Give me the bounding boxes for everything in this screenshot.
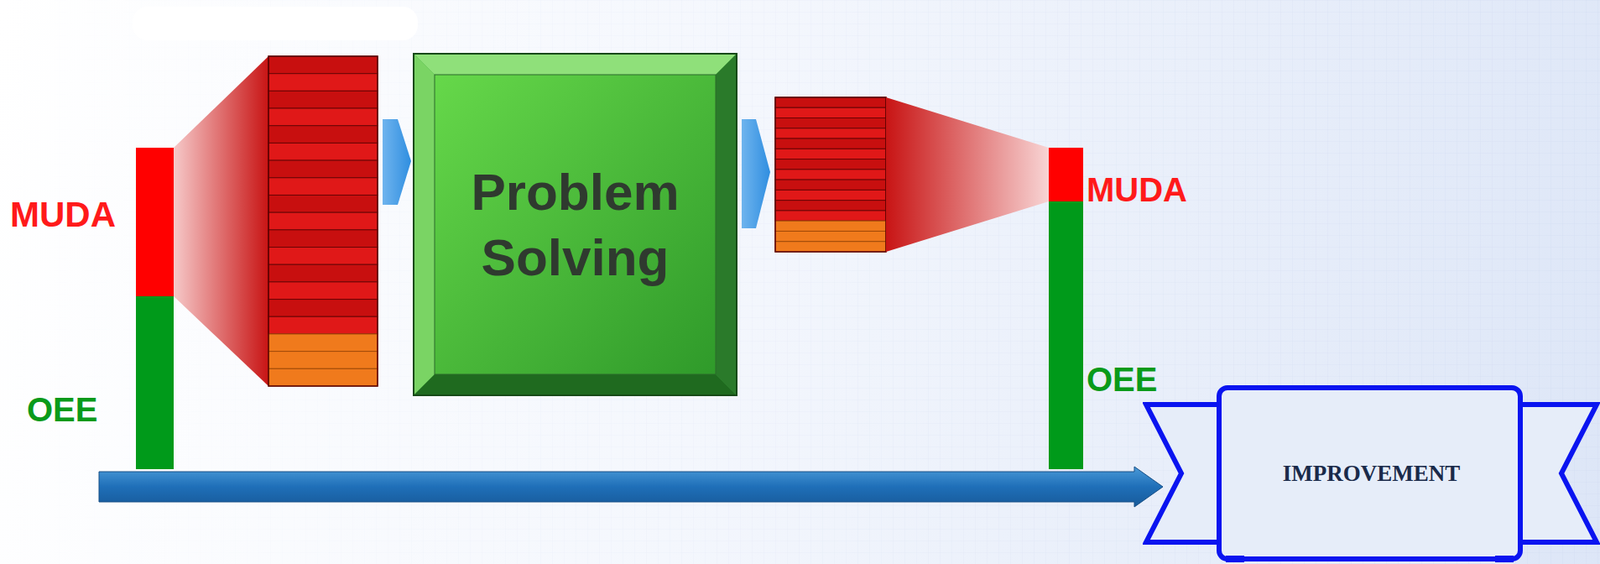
node-outline (412, 52, 738, 397)
axis-label: MUDA (1086, 171, 1188, 209)
axis-label: MUDA (10, 194, 116, 235)
node-text: Problem Solving (449, 159, 702, 291)
axis-label: OEE (1086, 360, 1158, 399)
result-banner: IMPROVEMENT (1142, 382, 1600, 564)
process-box: Problem Solving (412, 52, 738, 397)
axis-label: OEE (26, 390, 98, 429)
node-text: IMPROVEMENT (1282, 459, 1461, 487)
